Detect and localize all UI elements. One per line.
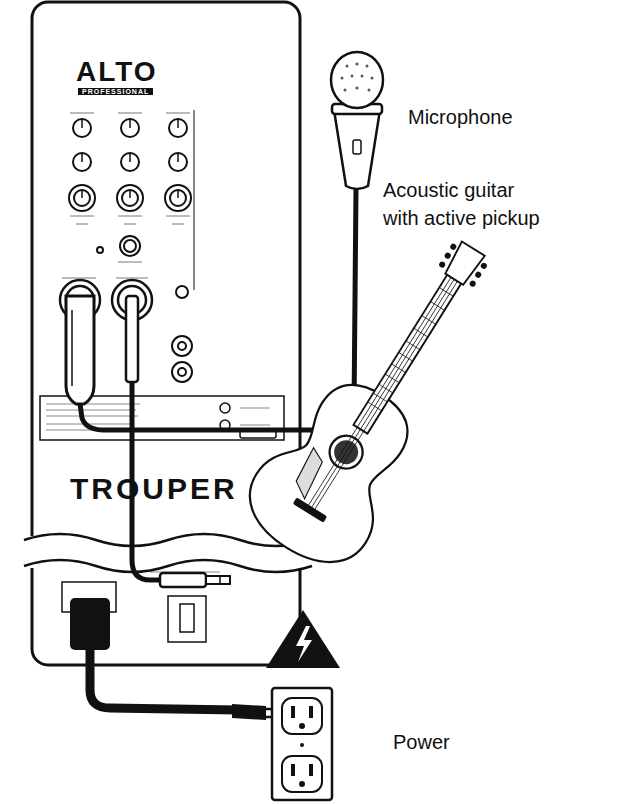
knob-pointers bbox=[82, 120, 178, 198]
cord-plug bbox=[232, 704, 266, 720]
bluetooth-buttons bbox=[220, 403, 276, 438]
mic-grille bbox=[331, 52, 383, 108]
wall-outlet bbox=[272, 688, 332, 800]
mic-cable bbox=[80, 188, 356, 430]
lightning-bolt bbox=[296, 626, 312, 662]
xlr-detail bbox=[71, 310, 73, 386]
power-switch bbox=[168, 596, 206, 642]
knob-group bbox=[69, 119, 191, 256]
fine-print bbox=[62, 113, 190, 278]
part-label: Microphone bbox=[408, 106, 513, 129]
xlr-plug bbox=[66, 296, 94, 404]
brand-logo: ALTO bbox=[76, 56, 158, 88]
divider-line bbox=[194, 110, 195, 290]
acoustic-guitar bbox=[232, 214, 528, 581]
break-line bbox=[24, 534, 312, 546]
line-jacks bbox=[172, 286, 192, 382]
brand-subtitle: PROFESSIONAL bbox=[78, 88, 153, 95]
break-line bbox=[24, 560, 312, 572]
part-label: Acoustic guitar with active pickup bbox=[383, 176, 549, 232]
plug-ring bbox=[219, 576, 221, 584]
switch-rocker bbox=[180, 604, 194, 632]
mic-switch bbox=[353, 140, 361, 154]
grille-dots bbox=[341, 63, 374, 92]
warning-triangle bbox=[266, 610, 340, 668]
part-label: Power bbox=[393, 731, 450, 754]
quarter-inch-plug bbox=[160, 573, 206, 587]
mic-handle bbox=[334, 110, 380, 189]
receptacle-slots bbox=[291, 706, 313, 787]
receptacles bbox=[282, 698, 322, 792]
quarter-inch-plug bbox=[126, 296, 138, 382]
power-cord bbox=[90, 650, 238, 710]
model-name: TROUPER bbox=[70, 472, 238, 506]
plug-tip bbox=[206, 576, 230, 584]
power-plug bbox=[70, 598, 110, 650]
